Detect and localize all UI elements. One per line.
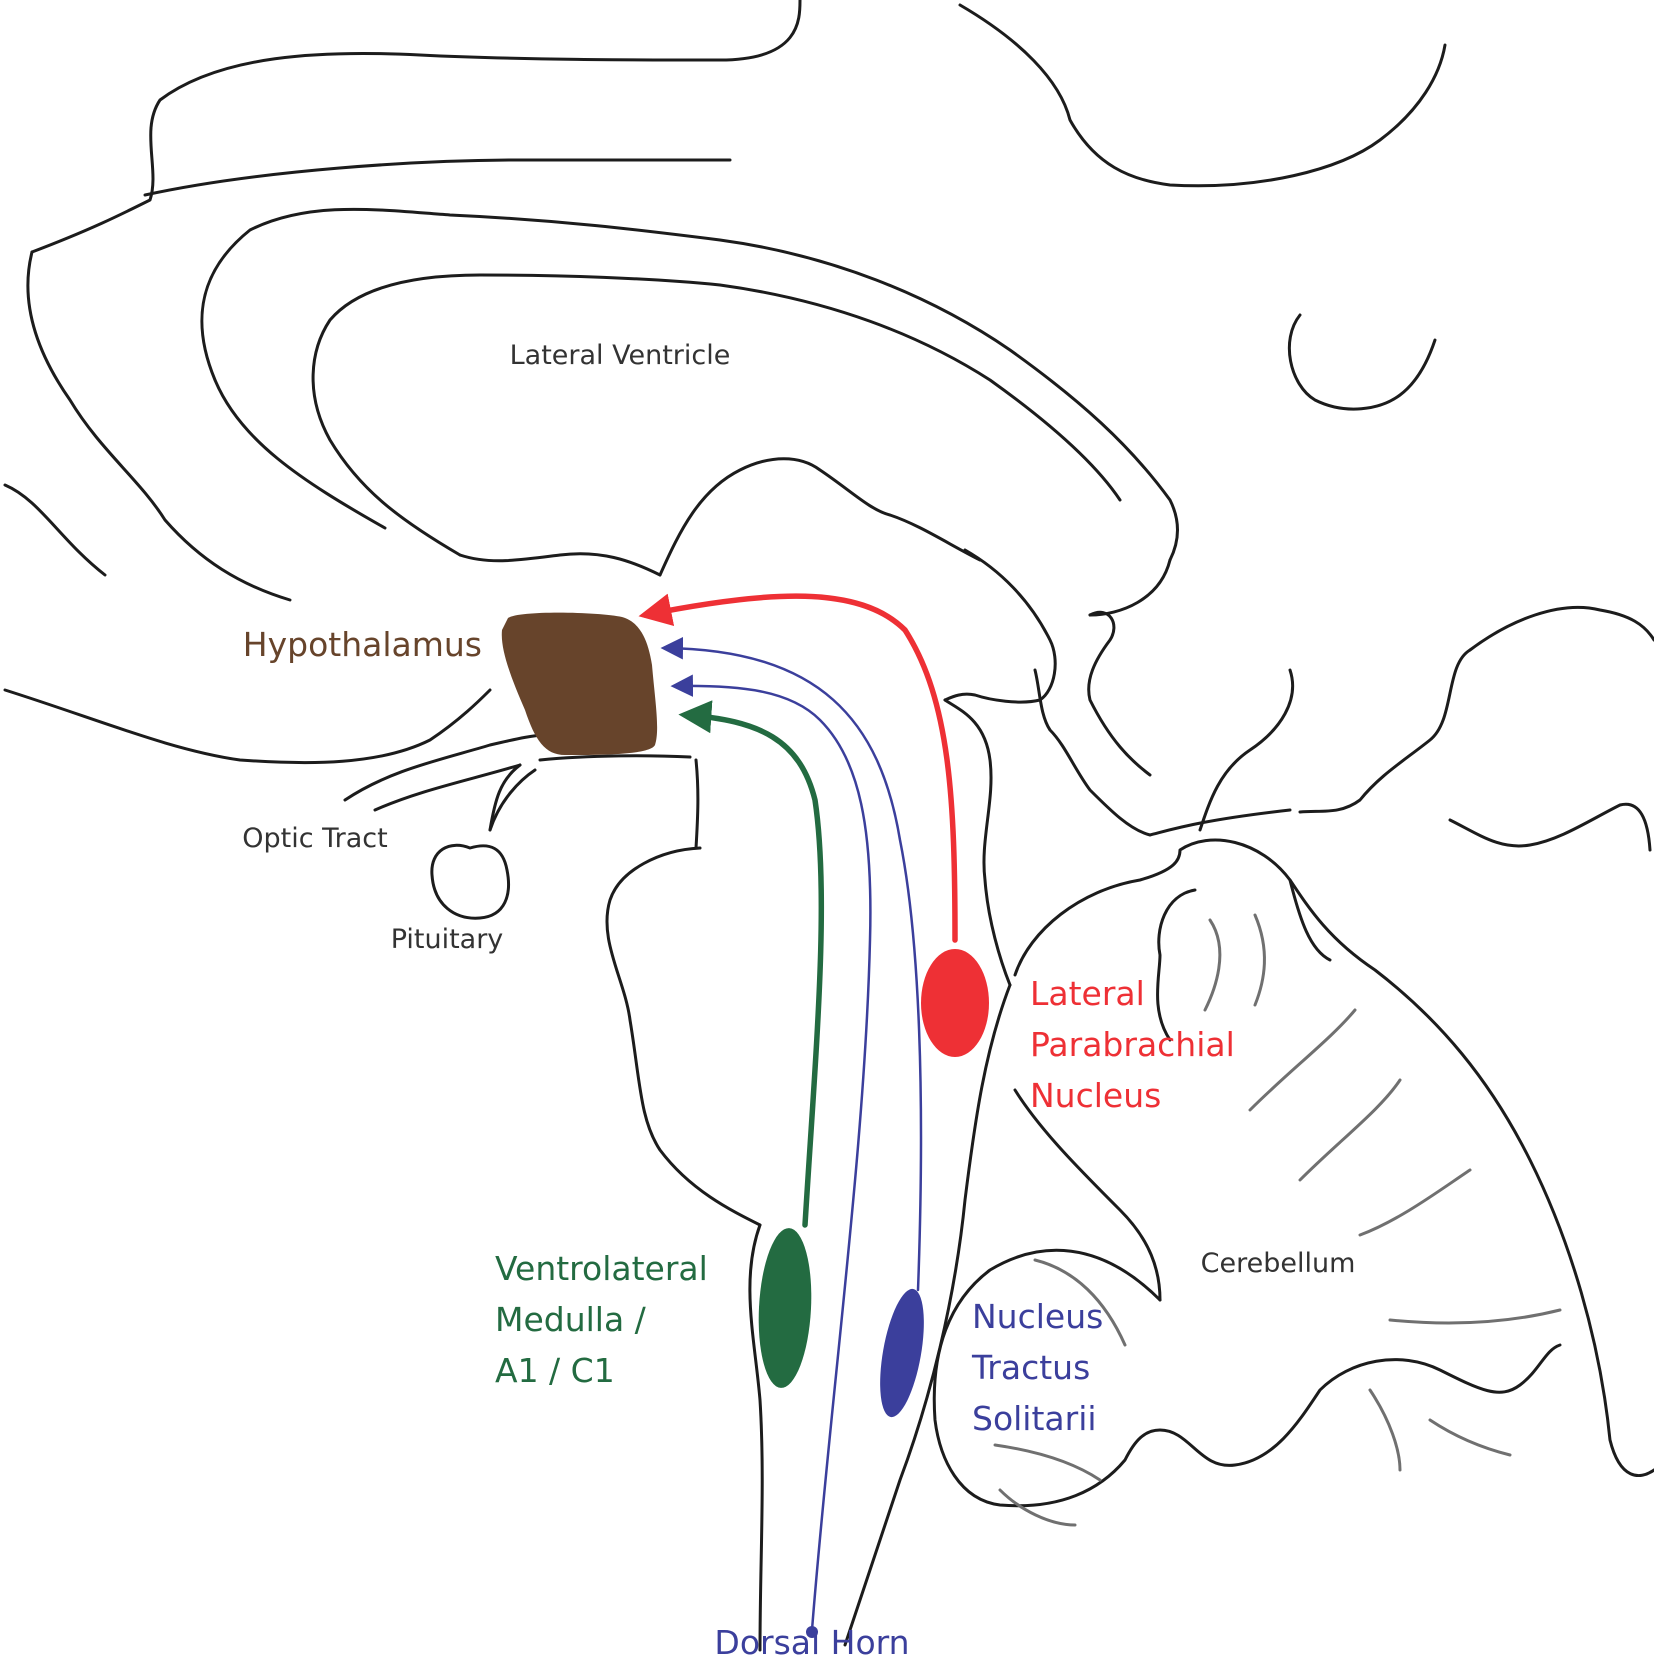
- hypothalamus-shape: [501, 612, 658, 755]
- label-line: Solitarii: [972, 1399, 1097, 1438]
- label-line: Nucleus: [972, 1297, 1103, 1336]
- label-line: Parabrachial: [1030, 1025, 1235, 1064]
- corpus-callosum-outline: [200, 207, 1179, 617]
- dorsal-horn-to-hypothalamus-arrow: [670, 674, 872, 1632]
- label-line: Ventrolateral: [495, 1249, 708, 1288]
- cortex-outline: [3, 0, 1654, 852]
- lateral-parabrachial-label: Lateral Parabrachial Nucleus: [1030, 974, 1235, 1115]
- label-line: Nucleus: [1030, 1076, 1161, 1115]
- cerebellum-label: Cerebellum: [1201, 1248, 1356, 1279]
- label-line: Tractus: [971, 1348, 1090, 1387]
- optic-tract-label: Optic Tract: [242, 823, 388, 854]
- pituitary-outline: [430, 843, 510, 920]
- ventrolateral-medulla-shape: [758, 1228, 812, 1388]
- hypothalamus-label: Hypothalamus: [243, 625, 482, 664]
- nts-to-hypothalamus-arrow-upper: [660, 636, 923, 1292]
- label-line: A1 / C1: [495, 1351, 615, 1390]
- dorsal-horn-origin-dot: [806, 1626, 818, 1638]
- ventrolateral-medulla-label: Ventrolateral Medulla / A1 / C1: [495, 1249, 708, 1390]
- vlm-to-hypothalamus-arrow: [678, 700, 825, 1228]
- lateral-parabrachial-nucleus-shape: [921, 949, 989, 1057]
- cerebellum-folds: [993, 913, 1562, 1527]
- cerebellum-outline: [932, 838, 1654, 1508]
- nucleus-tractus-solitarii-label: Nucleus Tractus Solitarii: [971, 1297, 1103, 1438]
- optic-tract-outline: [343, 733, 547, 832]
- nucleus-tractus-solitarii-shape: [880, 1288, 924, 1418]
- parabrachial-to-hypothalamus-arrow: [638, 593, 958, 943]
- pituitary-label: Pituitary: [391, 924, 504, 955]
- label-line: Lateral: [1030, 974, 1145, 1013]
- dorsal-horn-label: Dorsal Horn: [714, 1623, 909, 1660]
- label-line: Medulla /: [495, 1300, 647, 1339]
- lateral-ventricle-label: Lateral Ventricle: [510, 340, 731, 371]
